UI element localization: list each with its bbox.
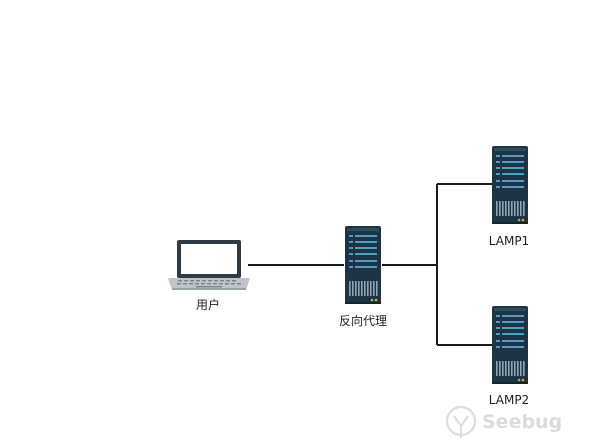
lamp1-server-icon bbox=[492, 146, 528, 224]
proxy-server-icon bbox=[345, 226, 381, 304]
watermark-text: Seebug bbox=[482, 411, 562, 433]
seebug-logo-icon bbox=[445, 405, 477, 438]
proxy-label: 反向代理 bbox=[339, 313, 387, 328]
user-label: 用户 bbox=[196, 297, 220, 312]
connections bbox=[248, 183, 492, 346]
lamp1-label: LAMP1 bbox=[489, 234, 529, 248]
laptop-icon bbox=[168, 240, 250, 290]
lamp2-server-icon bbox=[492, 306, 528, 384]
lamp2-label: LAMP2 bbox=[489, 393, 529, 407]
seebug-watermark: Seebug bbox=[445, 405, 562, 438]
